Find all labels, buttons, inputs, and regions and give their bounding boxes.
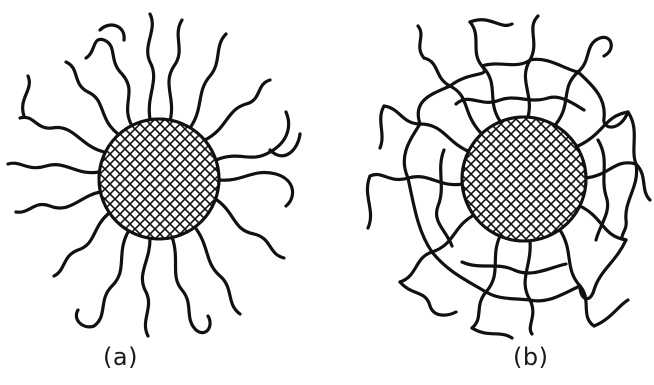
panel-label-a: (a) (103, 343, 138, 371)
hatch-line (1, 35, 289, 323)
hatch-line (51, 35, 339, 323)
hatch-line (21, 35, 309, 323)
panel-b (228, 16, 654, 338)
panel-a-core-particle (0, 35, 439, 323)
panel-label-b: (b) (513, 343, 548, 371)
hatch-line (31, 35, 319, 323)
